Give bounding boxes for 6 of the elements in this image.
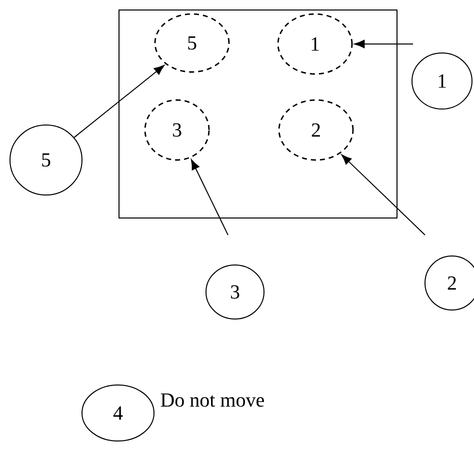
arrow [354, 40, 414, 48]
arrow [74, 64, 164, 138]
arrow [190, 159, 228, 236]
node-caption: Do not move [160, 394, 264, 407]
arrow [341, 154, 426, 236]
frame-rectangle [118, 10, 398, 218]
